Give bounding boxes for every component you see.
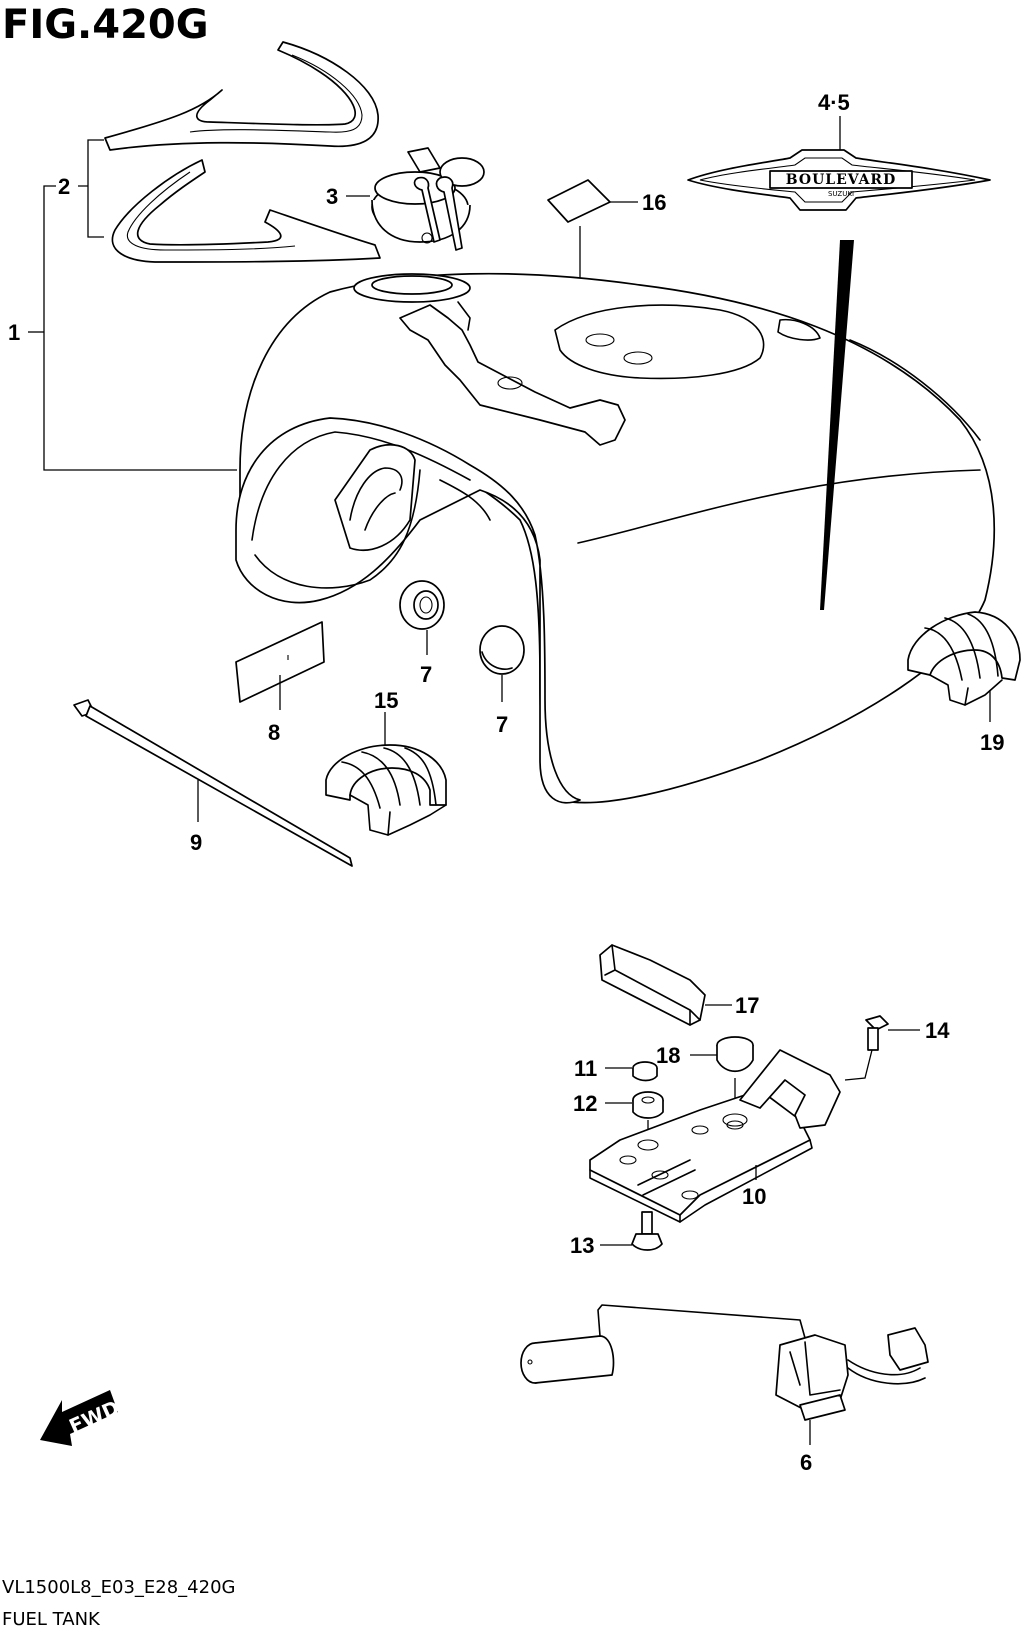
callout-13: 13 bbox=[570, 1233, 594, 1258]
tank-stripe bbox=[820, 240, 854, 610]
footer-name: FUEL TANK bbox=[2, 1609, 101, 1630]
callout-3: 3 bbox=[326, 184, 338, 209]
callout-6: 6 bbox=[800, 1450, 812, 1475]
collar-11 bbox=[632, 1061, 658, 1082]
fuel-level-sender bbox=[520, 1304, 929, 1421]
stripe-decals bbox=[104, 41, 381, 263]
emblem-subtext: SUZUKI bbox=[828, 190, 854, 198]
cable-tie-9 bbox=[73, 699, 353, 867]
cushion-17 bbox=[599, 944, 706, 1026]
callout-7b: 7 bbox=[496, 712, 508, 737]
grommet-7a bbox=[399, 580, 445, 630]
fuel-cap bbox=[371, 147, 485, 251]
fwd-arrow-icon: FWD bbox=[40, 1390, 123, 1446]
callout-17: 17 bbox=[735, 993, 759, 1018]
cushion-19 bbox=[907, 611, 1021, 706]
label-15 bbox=[235, 621, 325, 703]
fuel-tank bbox=[235, 272, 996, 804]
footer-code: VL1500L8_E03_E28_420G bbox=[2, 1577, 236, 1598]
callout-4-5: 4·5 bbox=[818, 90, 850, 115]
callout-16: 16 bbox=[642, 190, 666, 215]
figure-title: FIG.420G bbox=[2, 2, 209, 48]
grommet-12 bbox=[632, 1091, 664, 1119]
callout-18: 18 bbox=[656, 1043, 680, 1068]
callout-11: 11 bbox=[574, 1056, 597, 1081]
callout-9: 9 bbox=[190, 830, 202, 855]
callout-14: 14 bbox=[925, 1018, 950, 1043]
callout-7a: 7 bbox=[420, 662, 432, 687]
emblem-text: BOULEVARD bbox=[786, 172, 896, 188]
bolt-13 bbox=[631, 1211, 663, 1251]
boulevard-emblem: BOULEVARD SUZUKI bbox=[687, 149, 991, 211]
callout-15: 8 bbox=[268, 720, 280, 745]
callout-1: 1 bbox=[8, 320, 20, 345]
grommet-7b bbox=[479, 625, 525, 675]
callout-8: 15 bbox=[374, 688, 398, 713]
callout-2: 2 bbox=[58, 174, 70, 199]
callout-10: 10 bbox=[742, 1184, 766, 1209]
callout-12: 12 bbox=[573, 1091, 597, 1116]
cushion-18 bbox=[716, 1036, 754, 1073]
bolt-14 bbox=[865, 1015, 889, 1051]
label-16 bbox=[547, 179, 611, 223]
bracket-10 bbox=[589, 1049, 841, 1223]
callout-19: 19 bbox=[980, 730, 1004, 755]
cushion-8 bbox=[325, 744, 447, 836]
